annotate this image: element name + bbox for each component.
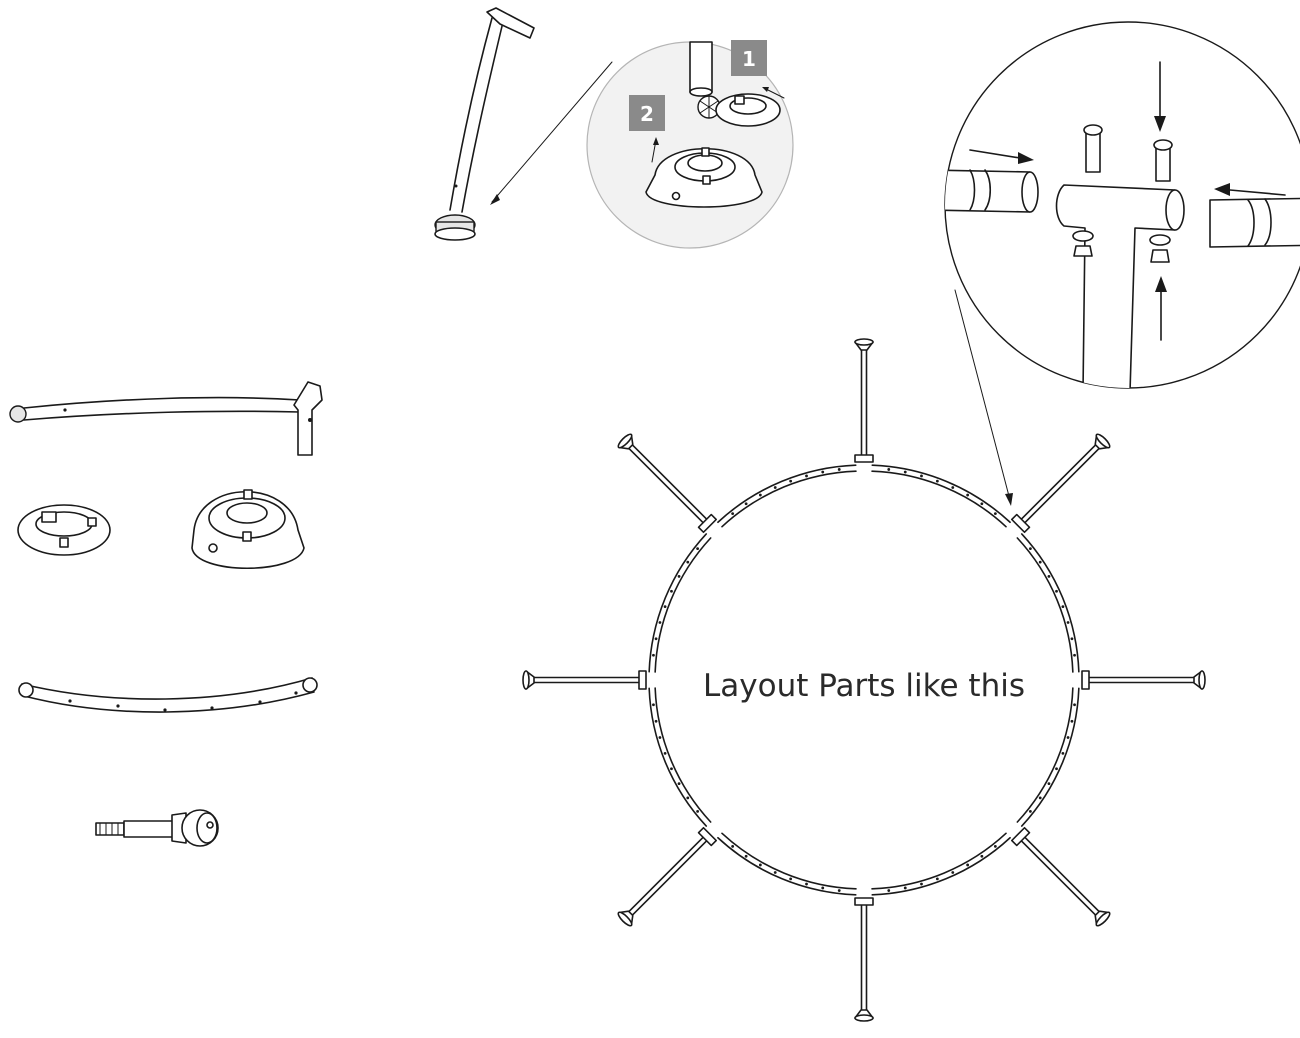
frame-rail-segment xyxy=(871,832,1011,896)
ring-leg xyxy=(1010,826,1111,927)
frame-rail-segment xyxy=(648,533,712,673)
ring-leg xyxy=(617,433,718,534)
ring-leg xyxy=(854,338,874,463)
foot-detail-circle xyxy=(586,41,794,249)
ring-leg xyxy=(1081,670,1206,690)
ring-leg xyxy=(617,826,718,927)
legs xyxy=(522,338,1206,1022)
step-badge-1-label: 1 xyxy=(742,47,756,71)
ring-leg xyxy=(522,670,647,690)
part-frame-rail xyxy=(18,677,318,713)
step-badge-2: 2 xyxy=(629,95,665,131)
step-badge-1: 1 xyxy=(731,40,767,76)
part-leg-with-t-connector xyxy=(9,381,323,456)
ring-leg xyxy=(1010,433,1111,534)
frame-rail-segment xyxy=(648,687,712,827)
frame-rail-segment xyxy=(717,832,857,896)
layout-ring: Layout Parts like this xyxy=(522,338,1206,1022)
callout-leader-t-connector xyxy=(954,289,1011,501)
callout-leader-foot xyxy=(491,61,613,203)
part-foot-cap-top xyxy=(17,504,111,556)
part-bolt-assembly xyxy=(95,809,219,847)
layout-label: Layout Parts like this xyxy=(703,668,1025,704)
leg-foot-illustration xyxy=(434,7,535,241)
frame-rail-segment xyxy=(1016,533,1080,673)
part-foot-cap-base xyxy=(191,489,305,569)
frame-rail-segment xyxy=(717,464,857,528)
step-badge-2-label: 2 xyxy=(640,102,654,126)
frame-rail-segment xyxy=(871,464,1011,528)
t-connector-detail-circle xyxy=(944,21,1300,389)
frame-rail-segment xyxy=(1016,687,1080,827)
ring-leg xyxy=(854,897,874,1022)
frame-rails xyxy=(648,464,1080,896)
